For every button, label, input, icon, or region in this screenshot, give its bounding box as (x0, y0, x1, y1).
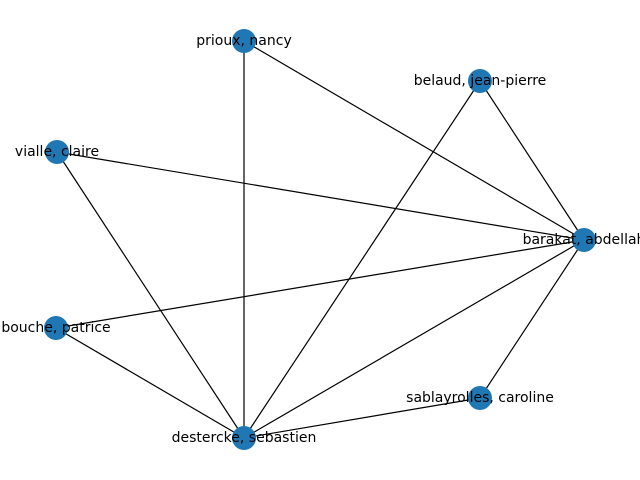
node-label-bouche: bouche, patrice (1, 320, 110, 336)
node-label-prioux: prioux, nancy (196, 33, 291, 49)
edge-belaud-destercke (243, 80, 481, 439)
node-label-destercke: destercke, sebastien (172, 430, 317, 446)
edge-vialle-barakat (56, 151, 585, 241)
node-vialle[interactable] (45, 140, 69, 164)
node-label-vialle: vialle, claire (15, 144, 99, 160)
labels-layer: prioux, nancy belaud, jean-pierre vialle, … (1, 33, 640, 446)
node-prioux[interactable] (232, 29, 256, 53)
node-label-sablayrolles: sablayrolles, caroline (406, 390, 554, 406)
node-bouche[interactable] (44, 316, 68, 340)
edge-destercke-sablayrolles (243, 397, 481, 439)
edge-barakat-sablayrolles (479, 239, 585, 399)
node-label-barakat: barakat, abdellah (523, 232, 640, 248)
edge-barakat-bouche (55, 239, 585, 329)
node-label-belaud: belaud, jean-pierre (414, 73, 547, 89)
edge-bouche-destercke (55, 327, 245, 439)
edge-barakat-destercke (243, 239, 585, 439)
edges-layer (55, 40, 585, 439)
edge-prioux-barakat (243, 40, 585, 241)
node-belaud[interactable] (468, 69, 492, 93)
nodes-layer (44, 29, 596, 450)
node-barakat[interactable] (572, 228, 596, 252)
node-sablayrolles[interactable] (468, 386, 492, 410)
node-destercke[interactable] (232, 426, 256, 450)
edge-belaud-barakat (479, 80, 585, 241)
edge-vialle-destercke (56, 151, 245, 439)
